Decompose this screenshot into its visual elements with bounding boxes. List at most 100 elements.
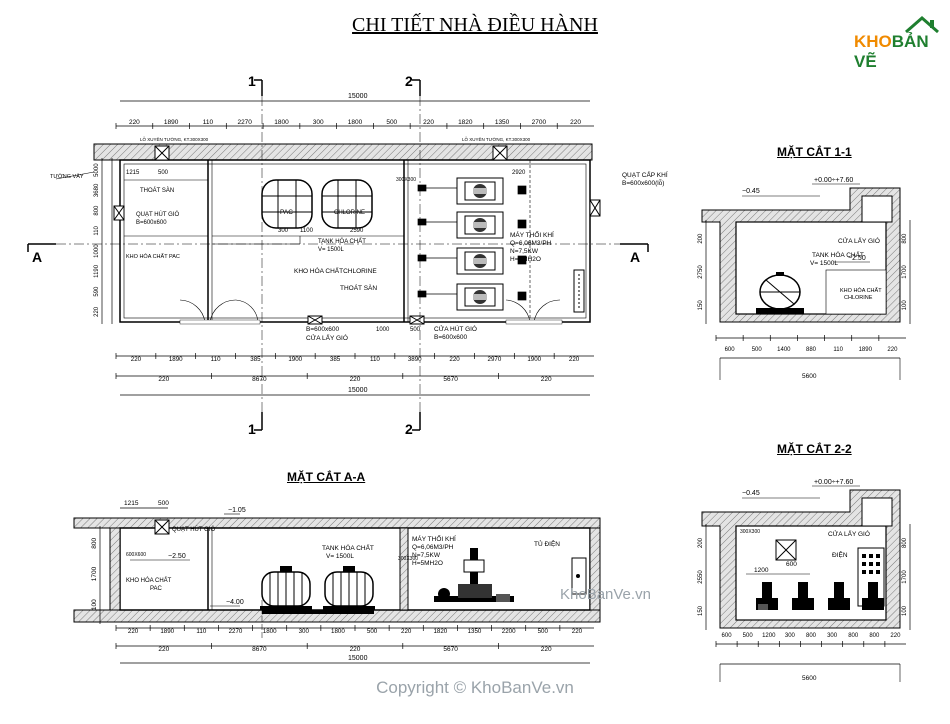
section-aa: 1215 500 −1.05 −2.50 −4.00 QUẠT HÚT GIÓ … bbox=[73, 500, 601, 664]
s22-bottom-dim: 800 bbox=[848, 633, 859, 639]
plan-top-dim: 500 bbox=[386, 119, 397, 126]
s22-overall: 5600 bbox=[802, 675, 817, 682]
plan-left-dim: 110 bbox=[94, 225, 100, 235]
s11-kho-chlorine-2: CHLORINE bbox=[844, 295, 873, 301]
plan-bottom-dim: 220 bbox=[449, 356, 460, 363]
s11-overall: 5600 bbox=[802, 373, 817, 380]
plan-bottom-dim-2: 8670 bbox=[252, 376, 267, 383]
aa-kho-pac: KHO HÓA CHẤT bbox=[126, 577, 172, 584]
s22-level-1: −0.45 bbox=[742, 490, 760, 497]
aa-dim-1215: 1215 bbox=[124, 500, 139, 507]
dim-2920: 2920 bbox=[512, 170, 526, 176]
aa-level-3: −4.00 bbox=[226, 599, 244, 606]
s11-bottom-dim: 600 bbox=[725, 347, 736, 353]
label-quat-cap-khi: QUẠT CẤP KHÍ bbox=[622, 169, 668, 179]
plan-top-dim: 1890 bbox=[164, 119, 179, 126]
s11-bottom-dim: 1890 bbox=[859, 347, 873, 353]
plan-bottom-dim-2: 220 bbox=[541, 376, 552, 383]
plan-left-dim: 590 bbox=[94, 286, 100, 297]
aa-may-h: H=5MH2O bbox=[412, 560, 443, 567]
aa-bottom-dim-2: 220 bbox=[350, 646, 361, 653]
s22-right-dim: 100 bbox=[902, 605, 908, 616]
plan-top-dim: 220 bbox=[129, 119, 140, 126]
s11-bottom-dim: 220 bbox=[887, 347, 898, 353]
label-tank-hoa-chat: TANK HÓA CHẤT bbox=[318, 238, 366, 245]
aa-kho-pac-2: PAC bbox=[150, 586, 163, 592]
logo-part-2: BẢN VẼ bbox=[854, 32, 929, 71]
s22-bottom-dim: 800 bbox=[869, 633, 880, 639]
s11-cua-lay-gio: CỬA LẤY GIÓ bbox=[838, 235, 880, 245]
aa-level-1: −1.05 bbox=[228, 507, 246, 514]
s11-bottom-dim: 110 bbox=[833, 347, 843, 353]
aa-bottom-dim: 220 bbox=[401, 628, 412, 635]
aa-bottom-dim: 220 bbox=[128, 628, 139, 635]
dim-500b: 500 bbox=[410, 327, 421, 333]
plan-bottom-dim-2: 220 bbox=[158, 376, 169, 383]
plan-left-dim: 1000 bbox=[94, 244, 100, 258]
aa-bottom-dim: 1800 bbox=[331, 628, 345, 635]
s11-left-dim: 200 bbox=[698, 233, 704, 244]
aa-may-n: N=7,5KW bbox=[412, 552, 441, 559]
section-22: −0.45 +0.00÷+7.60 300X300 CỬA LẤY GIÓ ĐI… bbox=[698, 479, 911, 682]
label-thoat-san-2: THOÁT SÀN bbox=[340, 283, 377, 292]
watermark: KhoBanVe.vn bbox=[560, 586, 651, 603]
dim-1000a: 1000 bbox=[376, 327, 390, 333]
aa-bottom-dim: 300 bbox=[299, 628, 310, 635]
plan-top-dim: 1350 bbox=[495, 119, 510, 126]
wall-note-right: LỖ XUYÊN TƯỜNG, KT.300X300 bbox=[462, 135, 531, 142]
label-cua-lay-size: B=600x600 bbox=[306, 326, 339, 333]
plan-left-dim: 800 bbox=[94, 205, 100, 216]
copyright-text: Copyright © KhoBanVe.vn bbox=[376, 678, 574, 697]
aa-bottom-dim: 2270 bbox=[229, 628, 243, 635]
plan-top-dim: 1800 bbox=[348, 119, 363, 126]
s11-level-3: −2.50 bbox=[848, 255, 866, 262]
s22-bottom-dim: 600 bbox=[722, 633, 733, 639]
plan-bottom-dim: 1900 bbox=[527, 356, 541, 363]
plan-bottom-dim: 110 bbox=[370, 356, 380, 363]
s22-300x300: 300X300 bbox=[740, 529, 760, 535]
aa-quat-hut-gio: QUẠT HÚT GIÓ bbox=[172, 526, 215, 533]
plan-bottom-dim: 1890 bbox=[169, 356, 183, 363]
s22-bottom-dim: 1200 bbox=[762, 633, 776, 639]
house-roof-icon bbox=[905, 16, 939, 34]
s22-dim-1200: 1200 bbox=[754, 567, 769, 574]
plan-bottom-dim: 385 bbox=[330, 356, 341, 363]
s11-kho-chlorine: KHO HÓA CHẤT bbox=[840, 287, 882, 294]
s11-right-dim: 1700 bbox=[902, 265, 908, 279]
label-quat-hut-gio: QUẠT HÚT GIÓ bbox=[136, 211, 179, 218]
plan-bottom-dim: 3890 bbox=[408, 356, 422, 363]
s22-level-2: +0.00÷+7.60 bbox=[814, 479, 853, 486]
plan-bottom-dim-2: 220 bbox=[350, 376, 361, 383]
aa-dim-500: 500 bbox=[158, 500, 169, 507]
plan-top-dim: 2270 bbox=[237, 119, 252, 126]
plan-left-dim: 220 bbox=[94, 306, 100, 317]
s11-right-dim: 800 bbox=[902, 233, 908, 244]
s22-bottom-dim: 500 bbox=[743, 633, 754, 639]
plan-left-dim: 5000 bbox=[94, 163, 100, 177]
s11-tank: TANK HÓA CHẤT bbox=[812, 249, 864, 259]
plan-bottom-dim-2: 5670 bbox=[443, 376, 458, 383]
aa-bottom-dim: 110 bbox=[196, 628, 206, 635]
plan-top-dim: 110 bbox=[203, 119, 214, 126]
s22-bottom-dim: 800 bbox=[806, 633, 817, 639]
aa-quat-size: 600X600 bbox=[126, 552, 146, 558]
s22-right-dim: 1700 bbox=[902, 570, 908, 584]
s11-bottom-dim: 500 bbox=[752, 347, 763, 353]
plan-left-dim: 3680 bbox=[94, 183, 100, 197]
aa-level-2: −2.50 bbox=[168, 553, 186, 560]
khobanve-logo: KHOBẢN VẼ bbox=[848, 14, 944, 71]
label-thoat-san-1: THOÁT SÀN bbox=[140, 187, 174, 194]
aa-tank: TANK HÓA CHẤT bbox=[322, 542, 374, 552]
s22-dim-600: 600 bbox=[786, 561, 797, 568]
cut-marker-2-top: 2 bbox=[405, 73, 413, 89]
label-may-q: Q=6,06M3/PH bbox=[510, 240, 552, 247]
plan-top-dim: 2700 bbox=[532, 119, 547, 126]
section-11-title: MẶT CẮT 1-1 bbox=[777, 145, 852, 159]
s22-bottom-dim: 300 bbox=[827, 633, 838, 639]
section-aa-title: MẶT CẮT A-A bbox=[287, 470, 366, 484]
label-chlorine: CHLORINE bbox=[334, 210, 365, 216]
dim-500: 500 bbox=[158, 170, 169, 176]
label-tank-v: V= 1500L bbox=[318, 247, 345, 253]
plan-top-dim: 1800 bbox=[274, 119, 289, 126]
